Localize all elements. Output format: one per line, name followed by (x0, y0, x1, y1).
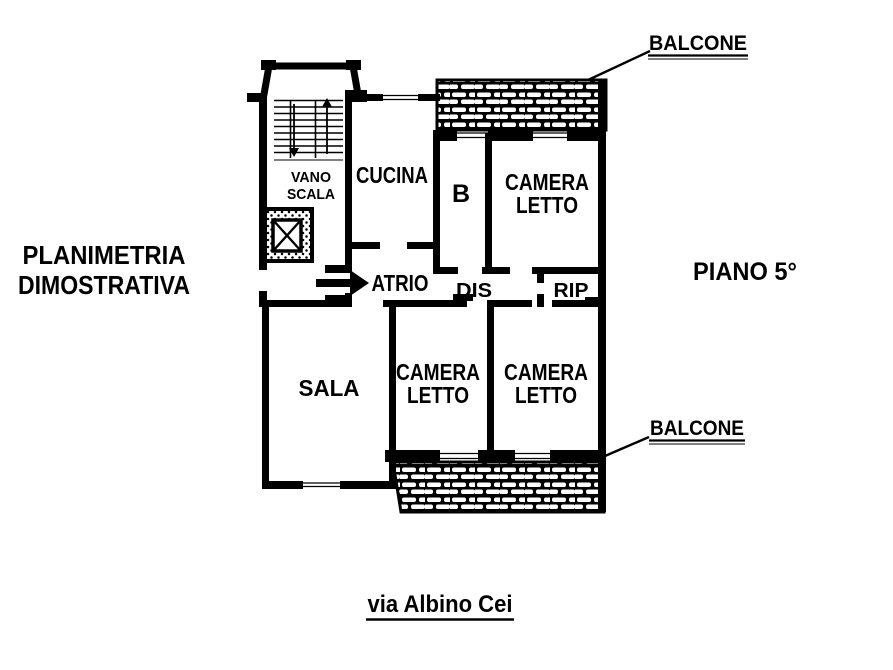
room-labels: VANO SCALA CUCINA B CAMERA LETTO ATRIO D… (287, 162, 589, 408)
window-bedroom-right (515, 452, 550, 460)
room-label-camera-right-1: CAMERA (504, 359, 588, 385)
titles: PLANIMETRIA DIMOSTRATIVA PIANO 5° via Al… (18, 240, 797, 621)
window-top-bedroom (533, 132, 567, 139)
balcony-bottom (385, 450, 606, 514)
leader-line-top (587, 49, 651, 82)
floor-label: PIANO 5° (693, 258, 797, 286)
elevator (260, 207, 314, 263)
street-label: via Albino Cei (368, 591, 513, 618)
room-label-vano-scala-2: SCALA (287, 186, 335, 203)
entrance-arrow (316, 270, 369, 296)
leader-line-bottom (604, 435, 650, 458)
room-label-rip: RIP (554, 280, 589, 302)
callout-balcony-top: BALCONE (587, 32, 748, 82)
stair-direction-arrows (289, 98, 332, 157)
room-label-camera-top-2: LETTO (516, 192, 578, 218)
window-top-bath (457, 132, 488, 139)
balcony-top (435, 78, 608, 141)
balcony-bottom-label: BALCONE (650, 417, 744, 440)
callout-balcony-bottom: BALCONE (604, 417, 745, 458)
room-label-sala: SALA (299, 375, 360, 401)
stair-bay-corner (261, 60, 276, 70)
room-label-camera-right-2: LETTO (515, 382, 577, 408)
room-label-cucina: CUCINA (356, 162, 428, 188)
room-label-camera-mid-2: LETTO (407, 382, 469, 408)
room-label-camera-mid-1: CAMERA (396, 359, 480, 385)
stair-steps (274, 99, 343, 158)
window-bedroom-mid (440, 452, 478, 460)
room-label-camera-top-1: CAMERA (505, 169, 589, 195)
room-label-bagno: B (452, 180, 470, 208)
stair-bay-corner (346, 60, 361, 70)
plan-type-line2: DIMOSTRATIVA (18, 270, 190, 300)
plan-type-line1: PLANIMETRIA (23, 240, 186, 270)
room-label-atrio: ATRIO (372, 270, 429, 296)
balcony-top-label: BALCONE (649, 32, 747, 55)
room-label-dis: DIS (456, 280, 492, 302)
walls (259, 80, 606, 512)
room-label-vano-scala-1: VANO (291, 169, 331, 186)
